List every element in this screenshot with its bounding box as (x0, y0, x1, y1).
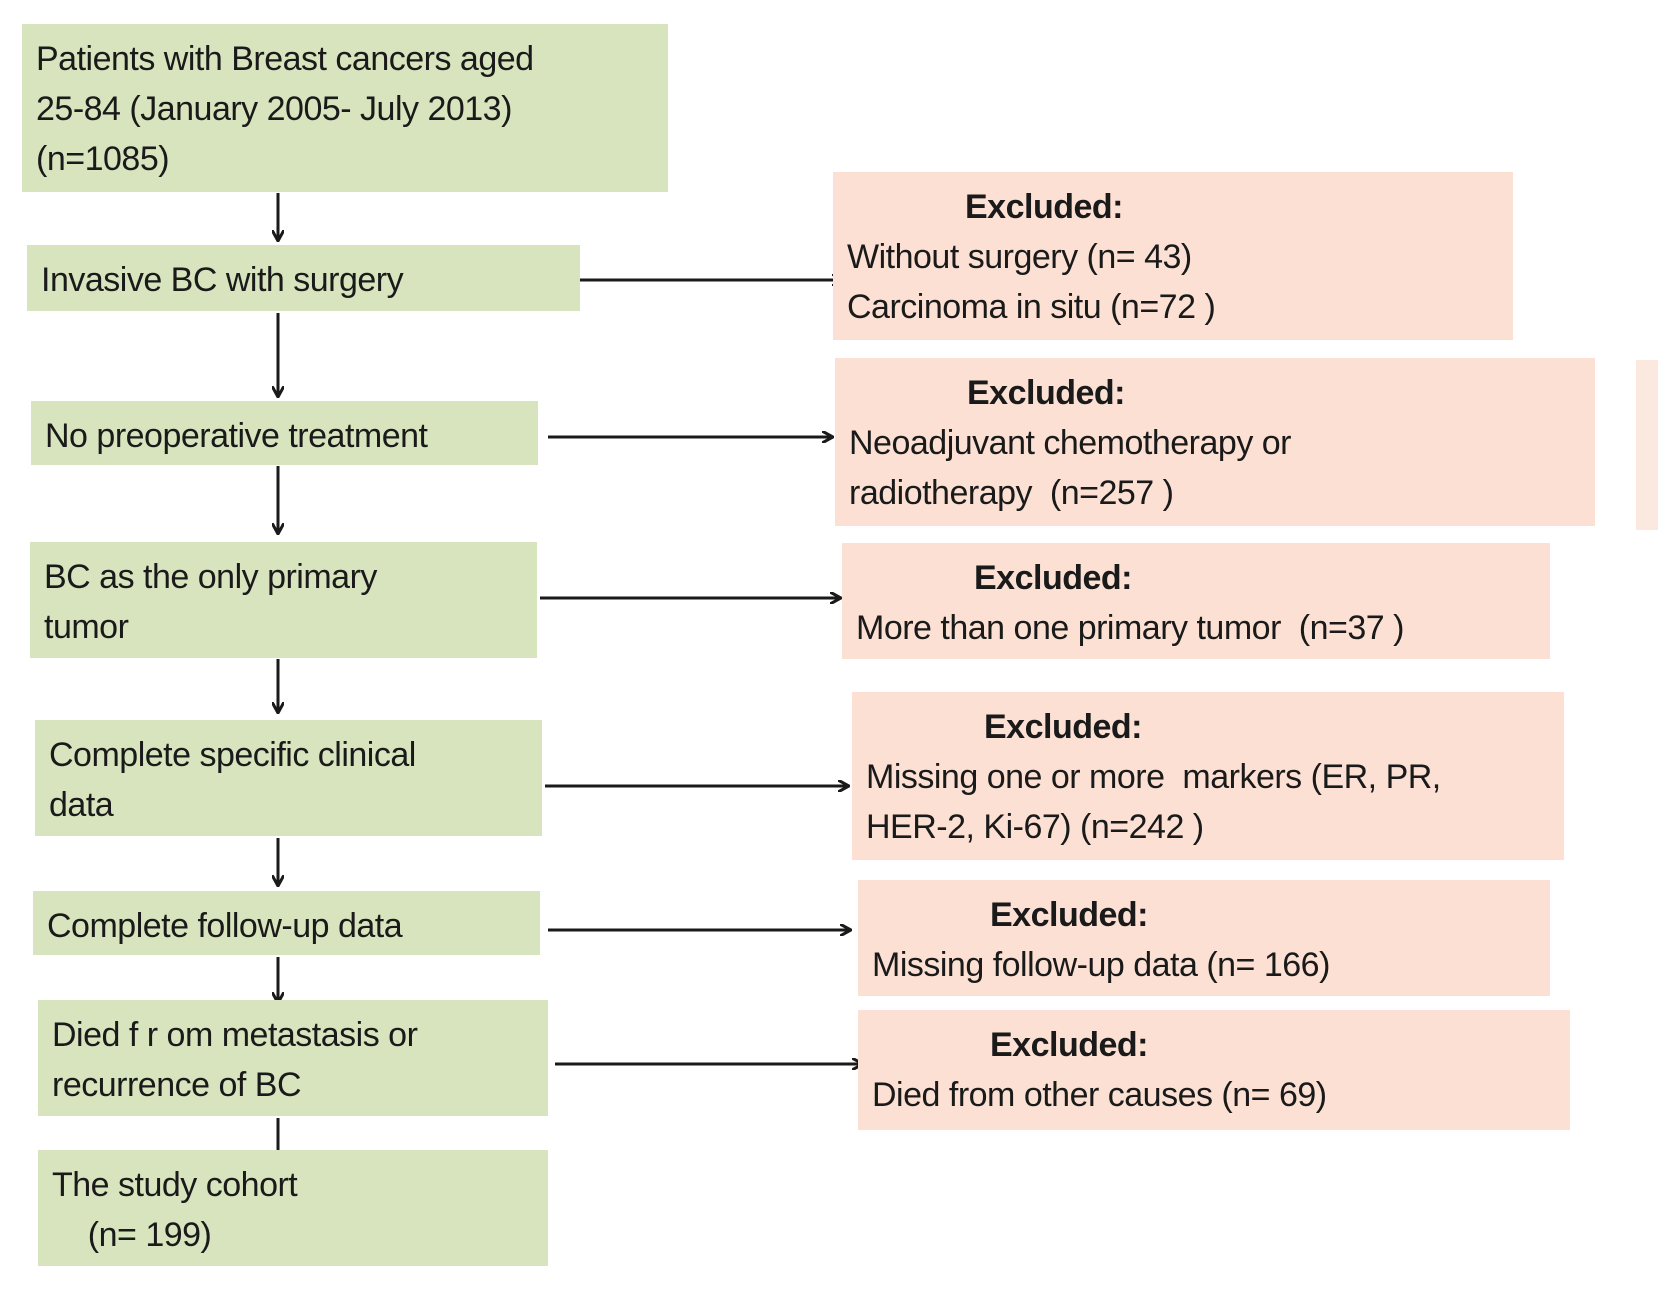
flow-box-line: tumor (44, 608, 129, 646)
flow-box-invasive-surgery: Invasive BC with surgery (27, 245, 580, 311)
exclusion-box-follow-up: Excluded: Missing follow-up data (n= 166… (858, 880, 1550, 996)
flow-box-died-metastasis: Died f r om metastasis or recurrence of … (38, 1000, 548, 1116)
flow-box-line: Complete follow-up data (47, 907, 403, 945)
exclusion-line: Without surgery (n= 43) (847, 238, 1192, 276)
exclusion-line: More than one primary tumor (n=37 ) (856, 609, 1404, 647)
exclusion-line: HER-2, Ki-67) (n=242 ) (866, 808, 1204, 846)
flow-box-follow-up: Complete follow-up data (33, 891, 540, 955)
flow-box-line: (n= 199) (52, 1216, 212, 1254)
flow-box-no-preoperative: No preoperative treatment (31, 401, 538, 465)
flow-box-patients: Patients with Breast cancers aged 25-84 … (22, 24, 668, 192)
exclusion-box-markers: Excluded: Missing one or more markers (E… (852, 692, 1564, 860)
flow-box-line: data (49, 786, 114, 824)
exclusion-line: Missing follow-up data (n= 166) (872, 946, 1330, 984)
exclusion-line: radiotherapy (n=257 ) (849, 474, 1174, 512)
exclusion-box-multiple-primary: Excluded: More than one primary tumor (n… (842, 543, 1550, 659)
exclusion-heading: Excluded: (974, 559, 1132, 597)
exclusion-box-preoperative: Excluded: Neoadjuvant chemotherapy or ra… (835, 358, 1595, 526)
exclusion-line: Died from other causes (n= 69) (872, 1076, 1327, 1114)
flow-box-line: Invasive BC with surgery (41, 261, 404, 299)
exclusion-heading: Excluded: (967, 374, 1125, 412)
flow-box-line: The study cohort (52, 1166, 298, 1204)
exclusion-line: Neoadjuvant chemotherapy or (849, 424, 1292, 462)
flow-box-line: recurrence of BC (52, 1066, 302, 1104)
exclusion-heading: Excluded: (990, 896, 1148, 934)
exclusion-line: Carcinoma in situ (n=72 ) (847, 288, 1216, 326)
decorative-strip (1636, 360, 1658, 530)
exclusion-box-surgery: Excluded: Without surgery (n= 43) Carcin… (833, 172, 1513, 340)
exclusion-line: Missing one or more markers (ER, PR, (866, 758, 1441, 796)
exclusion-heading: Excluded: (990, 1026, 1148, 1064)
flow-box-line: Complete specific clinical (49, 736, 416, 774)
flow-box-line: Patients with Breast cancers aged (36, 40, 534, 78)
flow-box-study-cohort: The study cohort (n= 199) (38, 1150, 548, 1266)
flow-box-clinical-data: Complete specific clinical data (35, 720, 542, 836)
flow-box-only-primary: BC as the only primary tumor (30, 542, 537, 658)
flow-box-line: BC as the only primary (44, 558, 377, 596)
exclusion-heading: Excluded: (965, 188, 1123, 226)
flow-box-line: (n=1085) (36, 140, 170, 178)
flow-box-line: No preoperative treatment (45, 417, 428, 455)
exclusion-box-other-causes: Excluded: Died from other causes (n= 69) (858, 1010, 1570, 1130)
flow-box-line: Died f r om metastasis or (52, 1016, 418, 1054)
exclusion-heading: Excluded: (984, 708, 1142, 746)
flow-box-line: 25-84 (January 2005- July 2013) (36, 90, 512, 128)
